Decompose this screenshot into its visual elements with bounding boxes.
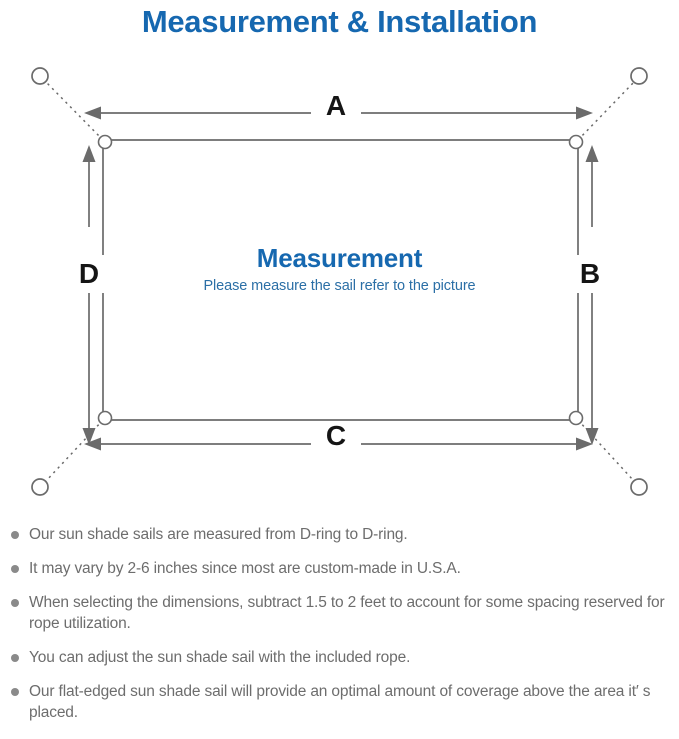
list-item: You can adjust the sun shade sail with t… — [0, 647, 679, 668]
note-text: Our sun shade sails are measured from D-… — [29, 526, 408, 543]
dimension-label-c: C — [311, 422, 361, 450]
measurement-heading: Measurement — [256, 243, 423, 273]
measurement-diagram: Measurement Please measure the sail refe… — [0, 44, 679, 519]
dimension-label-b: B — [565, 255, 615, 293]
bullet-icon — [11, 654, 19, 662]
arrowhead-c-right — [576, 437, 593, 451]
anchor-ring-bottom-left — [31, 478, 49, 496]
bullet-icon — [11, 565, 19, 573]
anchor-ring-bottom-right — [630, 478, 648, 496]
d-ring-top-right — [568, 134, 584, 150]
bullet-icon — [11, 531, 19, 539]
list-item: When selecting the dimensions, subtract … — [0, 592, 679, 634]
arrowhead-b-top — [585, 145, 599, 162]
arrowhead-d-bottom — [82, 428, 96, 445]
dimension-label-a: A — [311, 92, 361, 120]
d-ring-top-left — [97, 134, 113, 150]
rope-top-left — [45, 81, 104, 141]
bullet-icon — [11, 599, 19, 607]
diagram-svg — [31, 67, 648, 496]
arrowhead-a-left — [84, 106, 101, 120]
arrowhead-b-bottom — [585, 428, 599, 445]
d-ring-bottom-right — [568, 410, 584, 426]
note-text: You can adjust the sun shade sail with t… — [29, 649, 411, 666]
notes-list: Our sun shade sails are measured from D-… — [0, 524, 679, 736]
page-title: Measurement & Installation — [141, 4, 538, 39]
list-item: It may vary by 2-6 inches since most are… — [0, 558, 679, 579]
arrowhead-d-top — [82, 145, 96, 162]
measurement-subtitle: Please measure the sail refer to the pic… — [203, 278, 476, 294]
arrowhead-a-right — [576, 106, 593, 120]
anchor-ring-top-left — [31, 67, 49, 85]
note-text: When selecting the dimensions, subtract … — [29, 594, 665, 632]
list-item: Our sun shade sails are measured from D-… — [0, 524, 679, 545]
dimension-label-d: D — [64, 255, 114, 293]
arrowhead-c-left — [84, 437, 101, 451]
bullet-icon — [11, 688, 19, 696]
note-text: It may vary by 2-6 inches since most are… — [29, 560, 461, 577]
list-item: Our flat-edged sun shade sail will provi… — [0, 681, 679, 723]
note-text: Our flat-edged sun shade sail will provi… — [29, 683, 651, 721]
d-ring-bottom-left — [97, 410, 113, 426]
anchor-ring-top-right — [630, 67, 648, 85]
rope-top-right — [577, 81, 635, 141]
